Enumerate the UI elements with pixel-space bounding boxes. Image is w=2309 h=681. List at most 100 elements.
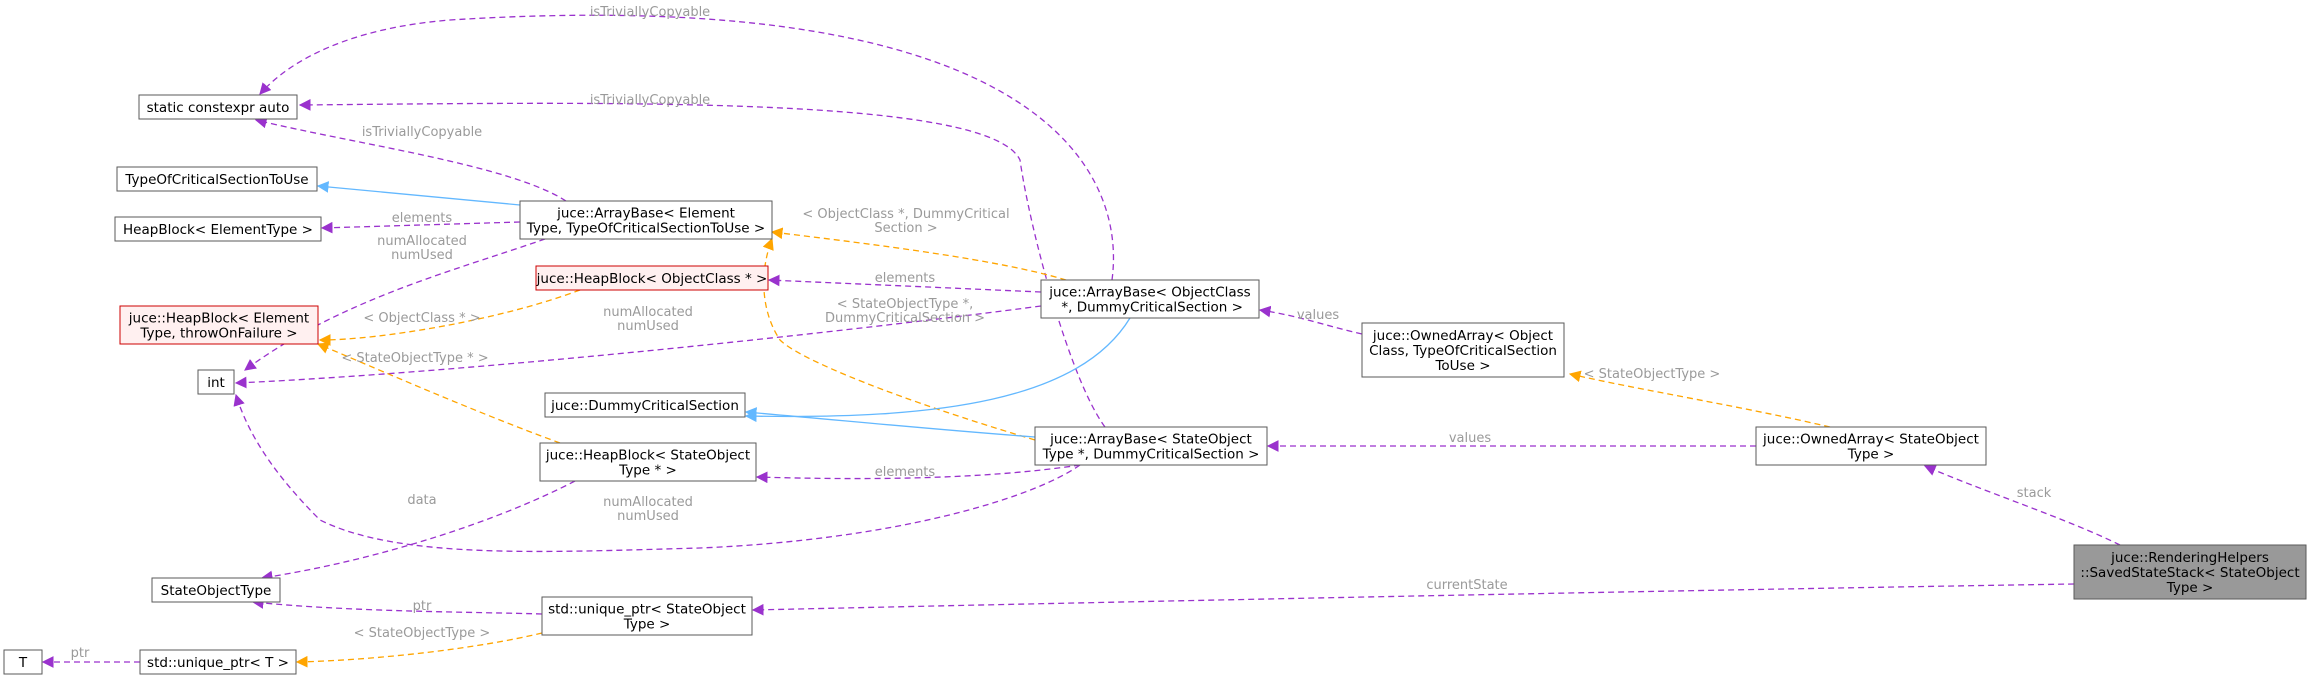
- node-box: [541, 596, 753, 636]
- node-label-line: juce::ArrayBase< ObjectClass: [1048, 285, 1250, 301]
- edge-ist-3: [254, 116, 567, 202]
- edge-inherit-dummy-1: [744, 317, 1131, 423]
- node-unique-ptr-t[interactable]: std::unique_ptr< T >: [139, 649, 297, 675]
- node-t[interactable]: T: [3, 649, 43, 675]
- edge-label-lbl-so-ptr: < StateObjectType * >: [341, 351, 488, 366]
- edge-label-line: < StateObjectType *,: [837, 297, 973, 312]
- edge-label-line: ptr: [71, 646, 90, 661]
- node-label-line: static constexpr auto: [147, 100, 290, 116]
- edge-label-lbl-ist-3: isTriviallyCopyable: [362, 125, 482, 140]
- edge-label-line: numUsed: [617, 319, 679, 334]
- node-box: [1040, 279, 1260, 319]
- node-dummy-cs[interactable]: juce::DummyCriticalSection: [544, 392, 746, 418]
- node-label-line: ::SavedStateStack< StateObject: [2080, 565, 2299, 581]
- edge-inherit-type-cs: [316, 181, 521, 206]
- node-box: [114, 216, 322, 242]
- node-label-line: StateObjectType: [161, 583, 272, 599]
- node-label-line: juce::HeapBlock< ObjectClass * >: [536, 271, 768, 287]
- node-label-line: Type, throwOnFailure >: [139, 326, 297, 342]
- edge-label-line: isTriviallyCopyable: [590, 93, 710, 108]
- edge-tmpl-ownedarray: [1568, 370, 1831, 428]
- edge-label-line: numUsed: [617, 509, 679, 524]
- node-int[interactable]: int: [197, 369, 235, 395]
- node-label-line: juce::ArrayBase< StateObject: [1049, 432, 1252, 448]
- node-stateobjecttype[interactable]: StateObjectType: [151, 577, 281, 603]
- edge-ist-2: [298, 99, 1106, 428]
- node-label-line: std::unique_ptr< StateObject: [548, 602, 746, 618]
- edge-label-lbl-data: data: [407, 493, 436, 508]
- node-heapblock-elementtype[interactable]: HeapBlock< ElementType >: [114, 216, 322, 242]
- node-label-line: juce::OwnedArray< Object: [1372, 328, 1553, 344]
- edge-label-line: < ObjectClass * >: [363, 311, 480, 326]
- node-label-line: juce::ArrayBase< Element: [556, 206, 735, 222]
- edge-label-line: < StateObjectType >: [1584, 367, 1721, 382]
- edge-ist-1: [259, 14, 1115, 281]
- edge-tmpl-stateobj-dummy: [762, 237, 1036, 441]
- node-label-line: Type * >: [618, 463, 677, 479]
- node-label-line: Type >: [623, 617, 671, 633]
- edge-label-line: isTriviallyCopyable: [362, 125, 482, 140]
- edge-label-line: stack: [2017, 486, 2052, 501]
- node-label: static constexpr auto: [147, 100, 290, 116]
- node-box: [151, 577, 281, 603]
- node-type-of-cs[interactable]: TypeOfCriticalSectionToUse: [116, 166, 318, 192]
- edge-label-line: < StateObjectType >: [354, 626, 491, 641]
- edge-label-lbl-stack: stack: [2017, 486, 2052, 501]
- nodes-layer: static constexpr autoTypeOfCriticalSecti…: [3, 94, 2307, 675]
- node-box: [1361, 322, 1565, 378]
- node-label: StateObjectType: [161, 583, 272, 599]
- edge-label-line: elements: [875, 465, 936, 480]
- node-label-line: Type, TypeOfCriticalSectionToUse >: [526, 221, 765, 237]
- edge-label-lbl-elem-1: elements: [392, 211, 453, 226]
- edge-labels-layer: isTriviallyCopyable isTriviallyCopyable is…: [71, 5, 2052, 661]
- node-box: [1755, 426, 1987, 466]
- edge-label-line: currentState: [1426, 578, 1507, 593]
- edge-tmpl-objclass-ptr: [318, 289, 581, 346]
- node-label: T: [18, 655, 28, 671]
- node-label-line: Type *, DummyCriticalSection >: [1042, 447, 1260, 463]
- edge-label-line: isTriviallyCopyable: [590, 5, 710, 20]
- edge-elements-2: [767, 274, 1042, 293]
- node-heapblock-objectclass[interactable]: juce::HeapBlock< ObjectClass * >: [535, 265, 769, 291]
- edge-label-lbl-cur: currentState: [1426, 578, 1507, 593]
- node-static-constexpr-auto[interactable]: static constexpr auto: [138, 94, 298, 120]
- node-label: HeapBlock< ElementType >: [123, 222, 313, 238]
- edge-label-line: values: [1297, 308, 1340, 323]
- node-label: juce::ArrayBase< ObjectClass *, DummyCri…: [1048, 285, 1250, 316]
- node-arraybase-objectclass[interactable]: juce::ArrayBase< ObjectClass *, DummyCri…: [1040, 279, 1260, 319]
- edge-label-line: ptr: [413, 599, 432, 614]
- node-box: [539, 442, 757, 482]
- edge-stack: [1923, 464, 2121, 546]
- edge-elements-3: [755, 464, 1081, 484]
- edge-label-lbl-val-2: values: [1449, 431, 1492, 446]
- node-box: [535, 265, 769, 291]
- node-label-line: T: [18, 655, 28, 671]
- edge-numalloc-3: [233, 393, 1081, 553]
- node-box: [2073, 544, 2307, 600]
- edge-label-lbl-so-2: < StateObjectType >: [354, 626, 491, 641]
- node-label: int: [207, 375, 225, 391]
- edge-label-lbl-sot: < StateObjectType >: [1584, 367, 1721, 382]
- node-label-line: ToUse >: [1434, 358, 1490, 374]
- edge-label-lbl-val-1: values: [1297, 308, 1340, 323]
- node-label-line: Type >: [2166, 580, 2214, 596]
- edge-label-lbl-elem-3: elements: [875, 465, 936, 480]
- edge-numalloc-1: [244, 238, 546, 371]
- edge-tmpl-objclass: [770, 227, 1067, 281]
- edge-label-line: elements: [875, 271, 936, 286]
- node-label-line: HeapBlock< ElementType >: [123, 222, 313, 238]
